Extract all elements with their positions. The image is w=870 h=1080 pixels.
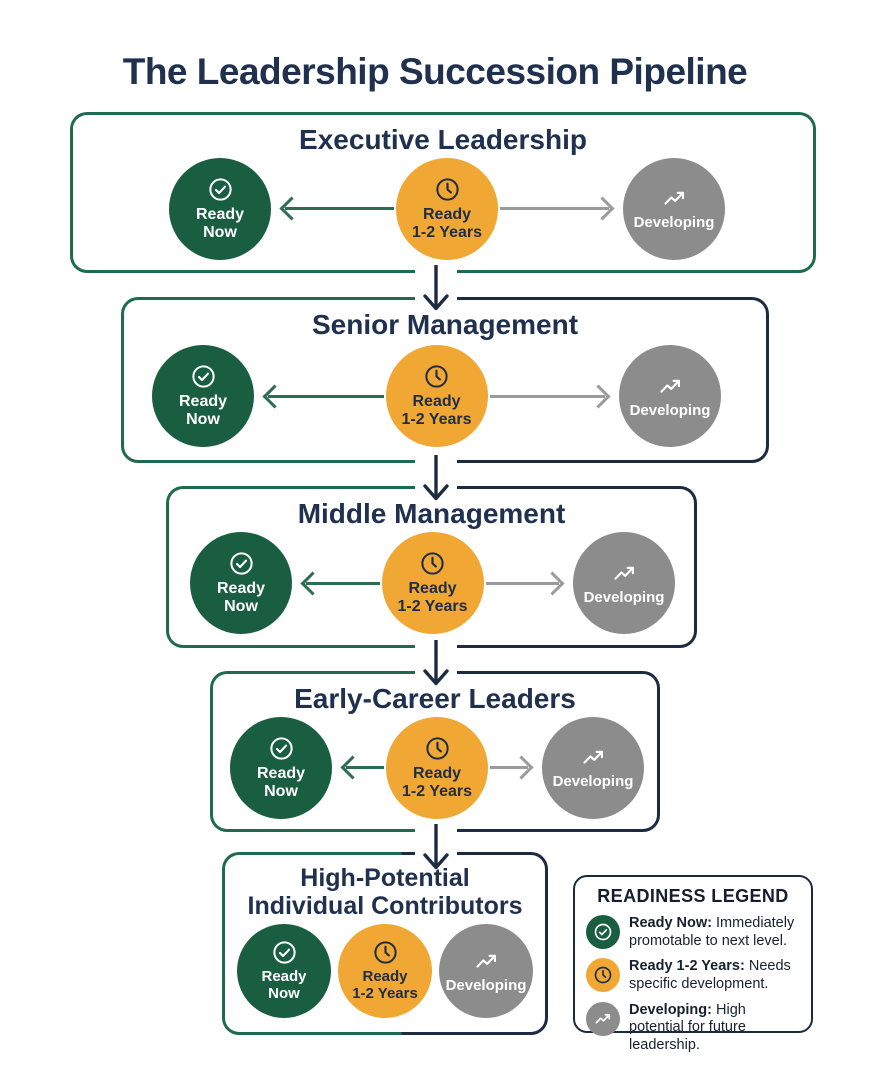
arrow-left-icon xyxy=(285,207,394,211)
clock-icon xyxy=(425,736,449,760)
legend-text: Ready Now: Immediately promotable to nex… xyxy=(629,915,800,950)
legend-term: Developing: xyxy=(629,1001,712,1018)
tier-panel: High-Potential Individual Contributors R… xyxy=(225,855,545,1032)
legend-text: Developing: High potential for future le… xyxy=(629,1002,800,1055)
arrow-right-icon xyxy=(489,394,605,398)
tier-connector-arrow-down-icon xyxy=(416,265,456,315)
arrow-left-icon xyxy=(306,581,380,585)
clock-icon xyxy=(435,177,459,201)
developing-circle: Developing xyxy=(542,716,644,819)
readiness-row: Ready Now Ready 1-2 Years Deve xyxy=(169,529,694,645)
arrow-left-icon xyxy=(346,766,384,770)
legend-desc: Immediately promotable to next level. xyxy=(629,915,795,949)
circle-label: Developing xyxy=(629,401,711,419)
circle-label: Ready Now xyxy=(178,393,228,429)
circle-label: Ready 1-2 Years xyxy=(401,393,472,429)
arrow-right-icon xyxy=(485,581,559,585)
ready-1-2-years-circle: Ready 1-2 Years xyxy=(381,532,484,635)
ready-now-circle: Ready Now xyxy=(230,716,332,819)
tier-title: Senior Management xyxy=(311,309,579,340)
circle-label: Ready 1-2 Years xyxy=(412,205,482,241)
tier-title: High-Potential Individual Contributors xyxy=(247,864,523,920)
arrow-right-icon xyxy=(490,766,528,770)
circle-label: Ready 1-2 Years xyxy=(402,764,472,800)
circle-label: Ready 1-2 Years xyxy=(397,580,468,616)
developing-circle: Developing xyxy=(439,924,533,1018)
ready-1-2-years-circle: Ready 1-2 Years xyxy=(396,157,498,260)
legend-desc: High potential for future leadership. xyxy=(629,1001,746,1054)
readiness-legend-box: READINESS LEGEND Ready Now: Immediately … xyxy=(573,875,813,1053)
circle-label: Developing xyxy=(583,588,665,606)
tier-title: Executive Leadership xyxy=(299,124,587,155)
circle-label: Developing xyxy=(552,773,634,791)
legend-item-ready-1-2-years: Ready 1-2 Years: Needs specific developm… xyxy=(586,958,800,993)
developing-circle: Developing xyxy=(623,157,725,260)
legend-title: READINESS LEGEND xyxy=(597,886,789,906)
trending-up-icon xyxy=(613,566,634,580)
readiness-row: Ready Now Ready 1-2 Years Deve xyxy=(213,714,657,829)
tier-panel: Senior Management Ready Now Ready 1-2 Ye… xyxy=(124,300,766,460)
trending-up-icon xyxy=(475,954,496,968)
clock-icon xyxy=(373,941,397,964)
readiness-row: Ready Now Ready 1-2 Years Deve xyxy=(73,155,813,270)
ready-now-circle: Ready Now xyxy=(190,532,292,635)
readiness-row: Ready Now Ready 1-2 Years Deve xyxy=(124,340,766,460)
trending-up-icon xyxy=(582,751,603,764)
ready-1-2-years-circle: Ready 1-2 Years xyxy=(385,345,488,448)
tier-box-middle-management: Middle Management Ready Now Ready 1-2 Ye… xyxy=(166,486,697,648)
ready-now-circle: Ready Now xyxy=(237,924,331,1018)
tier-title: Early-Career Leaders xyxy=(294,683,576,714)
page-title: The Leadership Succession Pipeline xyxy=(122,50,748,92)
legend-desc: Needs specific development. xyxy=(629,958,791,993)
ready-now-circle: Ready Now xyxy=(169,157,271,260)
circle-label: Ready Now xyxy=(216,580,266,616)
tier-box-senior-management: Senior Management Ready Now Ready 1-2 Ye… xyxy=(121,297,769,463)
ready-1-2-years-circle: Ready 1-2 Years xyxy=(386,716,488,819)
circle-label: Ready Now xyxy=(256,764,306,800)
legend-item-ready-now: Ready Now: Immediately promotable to nex… xyxy=(586,915,800,950)
check-circle-icon xyxy=(208,177,232,201)
arrow-right-icon xyxy=(500,207,609,211)
ready-now-circle: Ready Now xyxy=(152,345,254,448)
tier-connector-arrow-down-icon xyxy=(416,455,456,505)
readiness-row: Ready Now Ready 1-2 Years Developing xyxy=(225,920,545,1032)
trending-up-icon xyxy=(659,379,680,393)
developing-circle: Developing xyxy=(619,345,721,448)
circle-label: Developing xyxy=(633,214,715,232)
clock-icon xyxy=(425,365,448,388)
check-circle-icon xyxy=(272,941,296,964)
clock-icon xyxy=(586,958,620,993)
tier-box-high-potential-individual-contributors: High-Potential Individual Contributors R… xyxy=(222,852,548,1035)
circle-label: Ready 1-2 Years xyxy=(352,968,418,1002)
legend-term: Ready Now: xyxy=(629,915,712,931)
tier-connector-arrow-down-icon xyxy=(416,824,456,874)
legend-term: Ready 1-2 Years: xyxy=(629,958,745,975)
tier-panel: Middle Management Ready Now Ready 1-2 Ye… xyxy=(169,489,694,645)
trending-up-icon xyxy=(586,1001,620,1036)
trending-up-icon xyxy=(663,192,684,205)
developing-circle: Developing xyxy=(573,532,675,635)
ready-1-2-years-circle: Ready 1-2 Years xyxy=(338,924,432,1018)
tier-panel: Early-Career Leaders Ready Now Ready 1-2 xyxy=(213,674,657,829)
tier-title: Middle Management xyxy=(297,498,566,529)
clock-icon xyxy=(421,552,444,575)
circle-label: Ready Now xyxy=(261,968,307,1002)
circle-label: Ready Now xyxy=(195,205,245,241)
tier-box-early-career-leaders: Early-Career Leaders Ready Now Ready 1-2 xyxy=(210,671,660,832)
arrow-left-icon xyxy=(268,394,384,398)
check-circle-icon xyxy=(229,552,253,575)
tier-box-executive-leadership: Executive Leadership Ready Now Ready 1-2 xyxy=(70,112,816,273)
check-circle-icon xyxy=(586,915,620,949)
legend-item-developing: Developing: High potential for future le… xyxy=(586,1001,800,1055)
tier-panel: Executive Leadership Ready Now Ready 1-2 xyxy=(73,115,813,270)
tier-connector-arrow-down-icon xyxy=(416,640,456,690)
legend-text: Ready 1-2 Years: Needs specific developm… xyxy=(629,958,800,993)
check-circle-icon xyxy=(191,365,215,388)
circle-label: Developing xyxy=(445,976,527,994)
check-circle-icon xyxy=(269,736,293,760)
